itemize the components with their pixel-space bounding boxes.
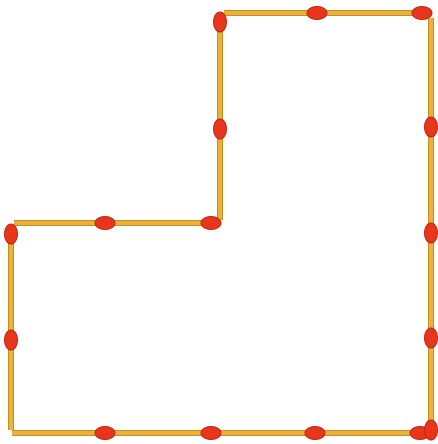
- match-head: [412, 7, 432, 20]
- match-head: [307, 7, 327, 20]
- match-head: [425, 328, 438, 348]
- match-head: [425, 117, 438, 137]
- match-head: [5, 330, 18, 350]
- match-head: [201, 427, 221, 440]
- match-head: [214, 12, 227, 32]
- match-head: [425, 420, 438, 440]
- match-head: [95, 427, 115, 440]
- match-head: [201, 217, 221, 230]
- match-head: [5, 224, 18, 244]
- match-head: [425, 223, 438, 243]
- match-head: [214, 119, 227, 139]
- match-head: [95, 217, 115, 230]
- match-head: [305, 427, 325, 440]
